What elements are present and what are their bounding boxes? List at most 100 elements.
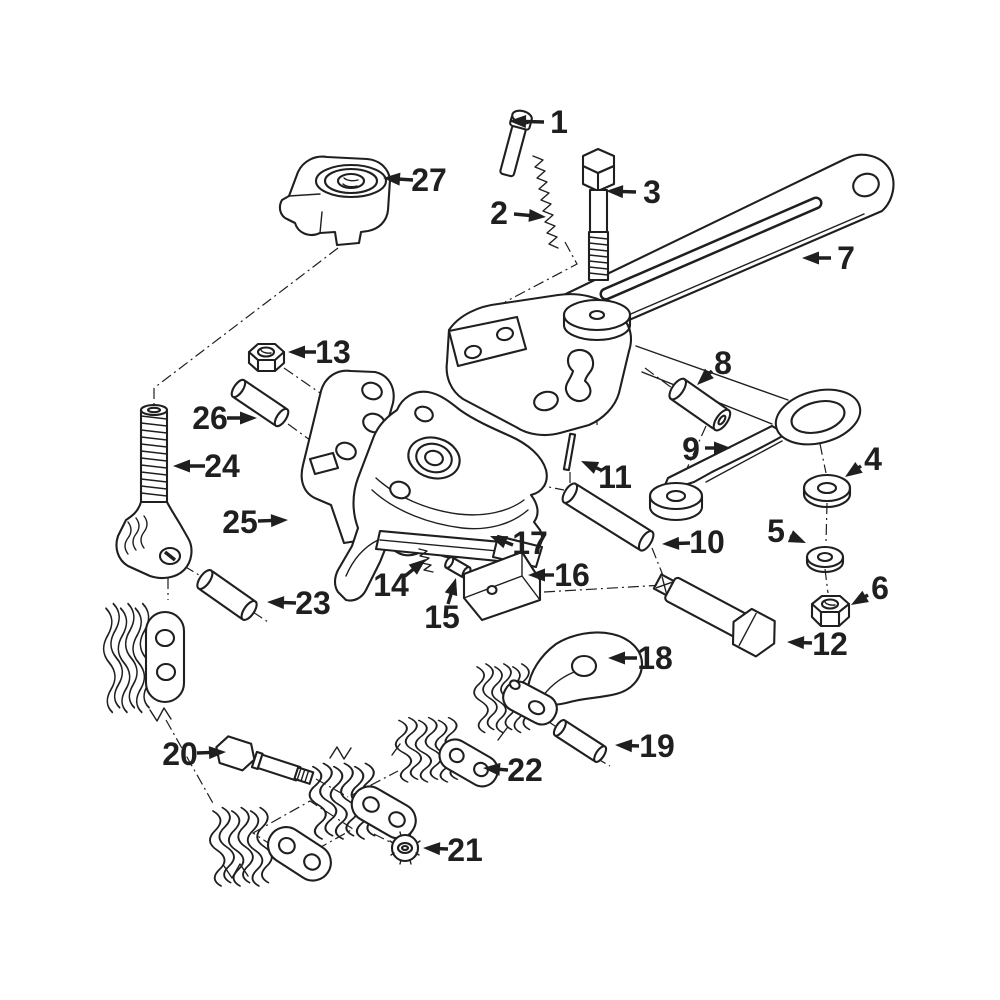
callout-number-15: 15 [424,599,460,635]
callout-arrowhead [270,514,288,528]
callout-14: 14 [373,559,426,603]
callout-number-4: 4 [864,441,882,477]
part-18-end-link [474,631,644,732]
callout-27: 27 [383,162,447,198]
callout-arrowhead [662,536,680,550]
callout-26: 26 [192,400,257,436]
callout-4: 4 [845,441,882,477]
callout-number-23: 23 [295,585,331,621]
callout-arrowhead [802,251,819,265]
callout-8: 8 [697,345,732,385]
callout-arrowhead [444,578,458,597]
callout-arrowhead [581,461,600,474]
callout-arrowhead [490,536,509,549]
part-23-clevis-pin [196,569,258,621]
callout-arrowhead [606,185,624,199]
callout-arrowhead [615,739,633,753]
callout-number-24: 24 [204,448,240,484]
pivot-housing [445,293,633,437]
callout-21: 21 [423,832,483,868]
part-16-block [462,550,542,622]
callout-5: 5 [767,513,806,549]
callout-arrowhead [383,172,401,186]
callout-arrowhead [483,762,501,776]
part-9-link-arm [648,388,862,522]
callout-number-27: 27 [411,162,447,198]
callout-arrowhead [288,345,305,359]
callout-number-9: 9 [682,431,700,467]
part-2-spring [532,155,559,249]
chain-bottom-left [210,808,332,888]
callout-18: 18 [608,640,673,676]
callout-number-2: 2 [490,195,508,231]
callout-number-5: 5 [767,513,785,549]
callout-number-11: 11 [598,459,632,495]
callout-layer: 1234567891011121314151617181920212223242… [162,104,889,868]
callout-arrowhead [173,459,190,473]
callout-arrowhead [697,368,714,385]
part-12-shoulder-bolt [652,573,776,658]
chain-middle [310,746,417,845]
callout-number-6: 6 [871,570,889,606]
callout-11: 11 [581,459,632,495]
callout-2: 2 [490,195,546,231]
callout-23: 23 [267,585,331,621]
part-25-frame [300,369,548,602]
part-22-cutter-chain [391,718,508,788]
callout-number-13: 13 [315,334,351,370]
callout-number-17: 17 [512,525,548,561]
callout-arrowhead [267,596,285,610]
callout-arrowhead [408,559,426,575]
part-20-chain-bolt [215,735,315,785]
callout-number-22: 22 [507,752,543,788]
part-4-washer [802,473,852,509]
callout-17: 17 [490,525,548,561]
callout-number-19: 19 [639,728,675,764]
callout-10: 10 [662,524,725,560]
callout-number-25: 25 [222,504,258,540]
part-10-pin [561,482,655,552]
callout-arrowhead [509,114,527,128]
callout-number-21: 21 [447,832,483,868]
chain-links-under-screw [104,604,186,722]
callout-13: 13 [288,334,351,370]
callout-arrowhead [240,411,257,425]
part-11-roll-pin [562,432,577,472]
callout-number-20: 20 [162,736,198,772]
callout-24: 24 [173,448,240,484]
part-13-hex-nut [247,342,286,373]
callout-number-18: 18 [637,640,673,676]
callout-25: 25 [222,504,288,540]
callout-number-8: 8 [714,345,732,381]
callout-1: 1 [509,104,568,140]
callout-19: 19 [615,728,675,764]
part-5-washer [805,545,845,574]
callout-arrowhead [608,651,625,665]
part-27-swivel-block [278,155,392,247]
part-24-adjusting-screw [115,403,193,580]
callout-12: 12 [787,626,848,662]
callout-number-7: 7 [837,240,855,276]
callout-number-26: 26 [192,400,228,436]
part-14-spring [418,548,434,573]
callout-22: 22 [483,752,543,788]
callout-number-1: 1 [550,104,568,140]
part-21-flange-nut [389,831,421,865]
callout-arrowhead [528,568,545,582]
callout-number-10: 10 [689,524,725,560]
callout-arrowhead [851,590,869,605]
callout-number-3: 3 [643,174,661,210]
callout-arrowhead [528,208,546,222]
callout-number-14: 14 [373,567,409,603]
callout-arrowhead [787,530,806,543]
callout-arrowhead [845,462,863,477]
callout-arrowhead [423,842,441,856]
callout-number-16: 16 [554,557,590,593]
part-6-hex-nut [810,594,851,628]
callout-3: 3 [606,174,661,210]
callout-arrowhead [714,441,731,455]
part-26-pin [230,378,290,428]
callout-16: 16 [528,557,590,593]
